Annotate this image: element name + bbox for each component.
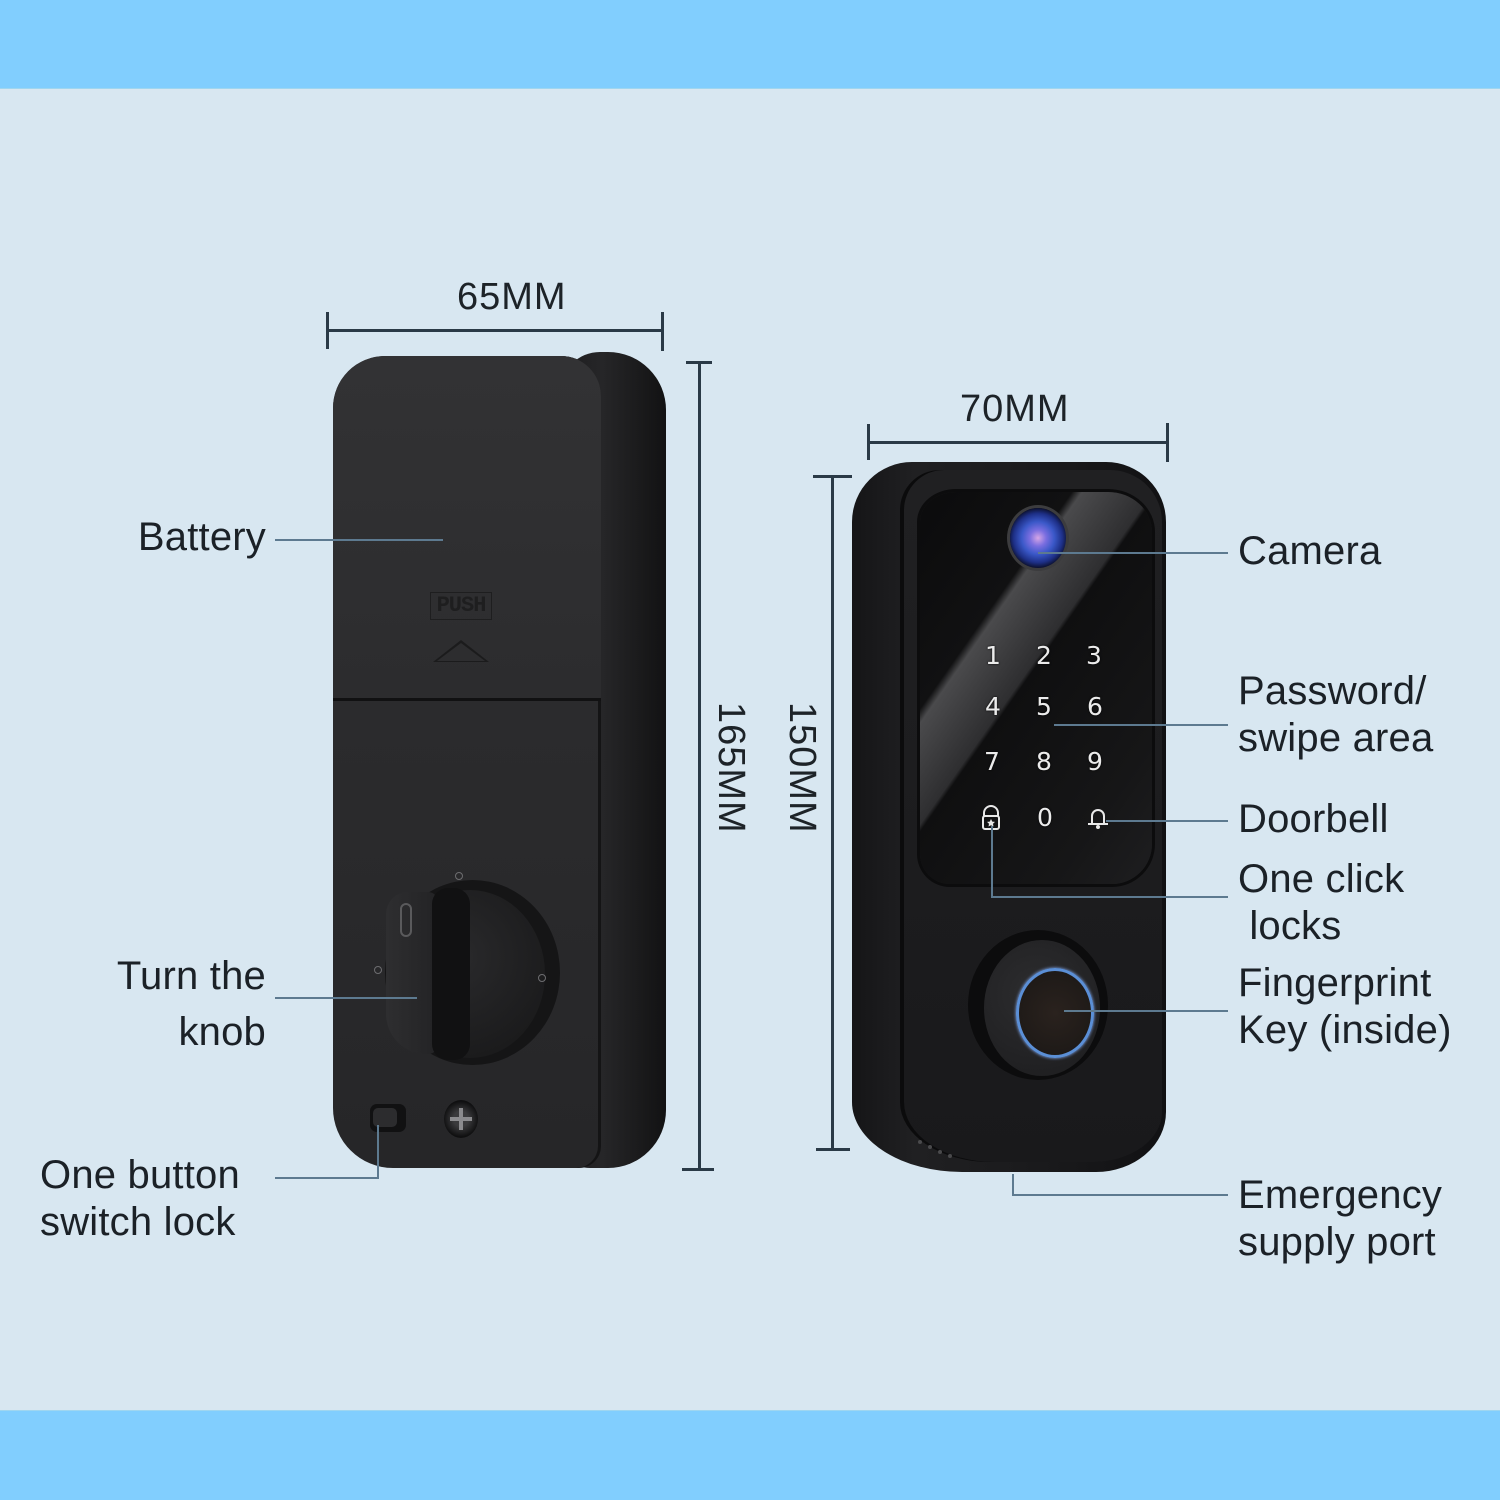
- emergency-label: Emergency supply port: [1238, 1173, 1443, 1264]
- camera-lens-icon: [1010, 508, 1066, 568]
- camera-label: Camera: [1238, 529, 1382, 573]
- right-width-tick-right: [1166, 423, 1169, 462]
- one-button-switch[interactable]: [370, 1104, 406, 1132]
- battery-label: Battery: [137, 515, 266, 559]
- key-7[interactable]: 7: [984, 747, 1000, 776]
- password-leader-line: [1054, 724, 1228, 726]
- port-dot: [928, 1145, 932, 1149]
- top-banner: [0, 0, 1500, 88]
- key-3[interactable]: 3: [1086, 641, 1102, 670]
- doorbell-leader-line: [1106, 820, 1228, 822]
- left-height-label: 165MM: [710, 702, 752, 834]
- left-width-tick-right: [661, 312, 664, 351]
- doorbell-label: Doorbell: [1238, 797, 1389, 841]
- password-label: Password/ swipe area: [1238, 669, 1434, 760]
- bell-icon: [1088, 809, 1108, 829]
- key-6[interactable]: 6: [1087, 692, 1103, 721]
- right-width-tick-left: [867, 424, 870, 460]
- left-height-line: [698, 362, 701, 1170]
- push-arrow-icon: [433, 640, 489, 662]
- right-width-label: 70MM: [960, 388, 1070, 430]
- key-9[interactable]: 9: [1087, 747, 1103, 776]
- key-4[interactable]: 4: [985, 692, 1001, 721]
- switch-leader-line-h: [275, 1177, 379, 1179]
- switch-leader-line-v: [377, 1125, 379, 1179]
- one-click-leader-line-v: [991, 826, 993, 898]
- left-width-line: [327, 329, 663, 332]
- key-8[interactable]: 8: [1036, 747, 1052, 776]
- right-width-line: [868, 441, 1168, 444]
- key-0[interactable]: 0: [1037, 803, 1053, 832]
- thumb-turn-knob[interactable]: [386, 892, 438, 1054]
- knob-indicator-slot: [400, 903, 412, 937]
- camera-leader-line: [1038, 552, 1228, 554]
- switch-label: One button switch lock: [40, 1153, 240, 1244]
- right-height-tick-bottom: [816, 1148, 850, 1151]
- knob-dot-top: [455, 872, 463, 880]
- port-dot: [918, 1140, 922, 1144]
- screw-icon: [444, 1100, 478, 1138]
- key-2[interactable]: 2: [1036, 641, 1052, 670]
- left-width-tick-left: [326, 312, 329, 349]
- knob-label: Turn the knob: [116, 954, 266, 1054]
- knob-dot-right: [538, 974, 546, 982]
- key-5[interactable]: 5: [1036, 692, 1052, 721]
- fingerprint-label: Fingerprint Key (inside): [1238, 961, 1452, 1052]
- right-height-label: 150MM: [781, 702, 823, 834]
- one-click-leader-line-h: [991, 896, 1228, 898]
- doorbell-key[interactable]: [1083, 802, 1113, 834]
- right-height-line: [831, 476, 834, 1150]
- fingerprint-leader-line: [1064, 1010, 1228, 1012]
- emergency-leader-line-v: [1012, 1174, 1014, 1196]
- battery-leader-line: [275, 539, 443, 541]
- port-dot: [948, 1154, 952, 1158]
- knob-dot-left: [374, 966, 382, 974]
- port-dot: [938, 1150, 942, 1154]
- emergency-leader-line-h: [1012, 1194, 1228, 1196]
- key-1[interactable]: 1: [985, 641, 1001, 670]
- fingerprint-sensor[interactable]: [1016, 968, 1094, 1058]
- left-height-tick-top: [686, 361, 712, 364]
- thumb-turn-ridge: [432, 888, 470, 1060]
- left-width-label: 65MM: [457, 276, 567, 318]
- push-emboss: PUSH: [430, 592, 492, 620]
- knob-leader-line: [275, 997, 417, 999]
- one-click-label: One click locks: [1238, 857, 1405, 948]
- bottom-banner: [0, 1411, 1500, 1500]
- left-height-tick-bottom: [682, 1168, 714, 1171]
- right-height-tick-top: [813, 475, 852, 478]
